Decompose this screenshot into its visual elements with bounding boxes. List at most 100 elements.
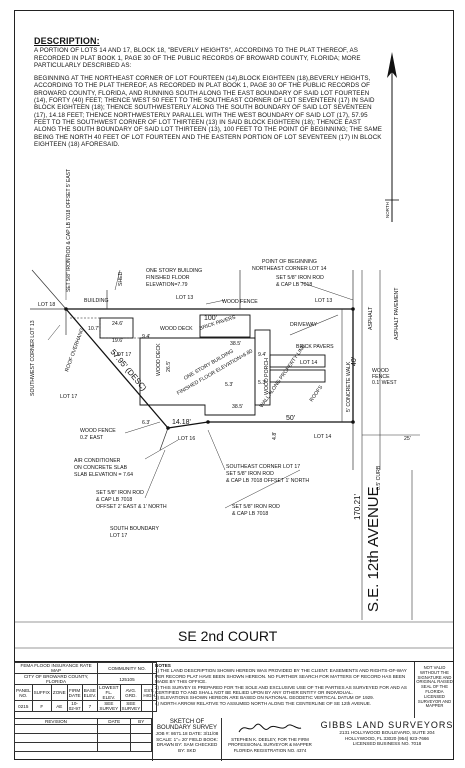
wood-deck-h-label: WOOD DECK [160, 326, 193, 332]
property-boundary [65, 308, 354, 429]
dim-5-3a-label: 5.3' [225, 382, 233, 388]
company-name: GIBBS LAND SURVEYORS [320, 720, 454, 730]
building-label: BUILDING [84, 298, 109, 304]
dim-25-label: 25' [404, 436, 411, 442]
company-block: GIBBS LAND SURVEYORS 2131 HOLLYWOOD BOUL… [320, 720, 454, 747]
fema-table: FEMA FLOOD INSURANCE RATE MAP COMMUNITY … [13, 662, 157, 712]
sketch-title-1: SKETCH OF [169, 719, 205, 725]
asphalt-label: ASPHALT [368, 306, 374, 330]
lot-lines [30, 269, 354, 470]
drawn-info: DRAWN BY: SAM CHECKED BY: SKD [156, 742, 218, 753]
legal-description: DESCRIPTION: A PORTION OF LOTS 14 AND 17… [34, 36, 384, 154]
roof-overhang-label: ROOF OVERHANG [64, 327, 85, 372]
roofs-label: ROOFS [309, 384, 325, 403]
brick-pavers-b-label: BRICK PAVERS [296, 344, 334, 350]
finished-floor-label: FINISHED FLOOR [146, 275, 190, 281]
description-heading: DESCRIPTION: [34, 36, 100, 46]
signer-line-1: STEPHEN K. DEELEY, FOR THE FIRM [231, 737, 309, 743]
note-item: 2) THIS SURVEY IS PREPARED FOR THE SOLE … [155, 684, 407, 696]
fema-col: FIRM DATE [66, 684, 83, 701]
se-corner-label-3: & CAP LB 7018 OFFSET 1' NORTH [226, 478, 309, 484]
job-info: JOB #: 8671.18 DATE: 3/11/08 [155, 731, 219, 737]
elevation-top-label: ELEVATION=7.79 [146, 282, 188, 288]
notes-title: NOTES [155, 663, 171, 668]
fema-col: PANEL NO. [14, 684, 33, 701]
sw-rod-label-3: OFFSET 2' EAST & 1' NORTH [96, 504, 167, 510]
dim-19-6-label: 19.6' [112, 338, 123, 344]
building-center-label-2: FINISHED FLOOR ELEVATION=6.80 [176, 348, 254, 396]
title-block: FEMA FLOOD INSURANCE RATE MAP COMMUNITY … [13, 661, 454, 761]
set-rod-bottom-label-1: SET 5/8" IRON ROD [232, 504, 280, 510]
wood-fence-left-label-2: 0.2' EAST [80, 435, 104, 441]
fema-col: ZONE [50, 684, 68, 701]
fema-header: FEMA FLOOD INSURANCE RATE MAP [13, 662, 99, 674]
note-item: 1) THE LAND DESCRIPTION SHOWN HEREON WAS… [155, 668, 407, 685]
lot-14-b-label: LOT 14 [314, 434, 331, 440]
asphalt-pavement-label: ASPHALT PAVEMENT [394, 287, 400, 340]
fema-val: 0215 [14, 700, 33, 712]
fema-val: SEE SURVEY [97, 700, 121, 712]
seal-notice: NOT VALID WITHOUT THE SIGNATURE AND ORIG… [414, 662, 454, 718]
north-arrow-icon: NORTH [385, 52, 399, 222]
driveway-label: DRIVEWAY [290, 322, 318, 328]
point-of-beginning-label: POINT OF BEGINNING [262, 259, 317, 265]
ne-corner-lot14-label: NORTHEAST CORNER LOT 14 [252, 266, 326, 272]
signature-icon [238, 723, 302, 733]
signer-line-3: FLORIDA REGISTRATION NO. 4374 [233, 747, 307, 753]
scale-info: SCALE: 1"= 20' FIELD BOOK: [156, 736, 218, 742]
fema-col: LOWEST FL. ELEV. [97, 684, 121, 701]
one-story-building-label: ONE STORY BUILDING [146, 268, 202, 274]
fema-val: SEE SURVEY [119, 700, 143, 712]
dim-5-3b-label: 5.3' [258, 380, 266, 386]
south-boundary-label-1: SOUTH BOUNDARY [110, 526, 159, 532]
set-rod-pob-label-1: SET 5/8" IRON ROD [276, 275, 324, 281]
sw-rod-label-2: & CAP LB 7018 [96, 497, 132, 503]
description-paragraph-2: BEGINNING AT THE NORTHEAST CORNER OF LOT… [34, 75, 382, 148]
curb-label: 0.5' CURB [376, 465, 382, 490]
dim-100-label: 100' [204, 315, 217, 322]
dim-24-6-label: 24.6' [112, 321, 123, 327]
lot-13-right-label: LOT 13 [315, 298, 332, 304]
iron-rod-markers [64, 307, 355, 430]
dim-9-4b-label: 9.4' [258, 352, 266, 358]
street-south-label: SE 2nd COURT [178, 628, 278, 644]
fema-col: BASE ELEV. [81, 684, 99, 701]
signer-block: STEPHEN K. DEELEY, FOR THE FIRM PROFESSI… [222, 720, 318, 753]
wood-fence-right-label-3: 0.1' WEST [372, 380, 397, 386]
dim-38-5b-label: 38.5' [232, 404, 243, 410]
lot-17-a-label: LOT 17 [114, 352, 131, 358]
walk-lines [289, 270, 420, 470]
dim-4-8-label: 4.8' [272, 432, 278, 440]
survey-sheet [14, 10, 454, 760]
north-label: NORTH [385, 202, 390, 218]
wood-fence-right-label-1: WOOD [372, 368, 389, 374]
lot-16-label: LOT 16 [178, 436, 195, 442]
wood-fence-left-label-1: WOOD FENCE [80, 428, 116, 434]
sw-corner-lot13-label: SOUTHWEST CORNER LOT 13 [30, 320, 36, 396]
revision-table: REVISION DATE BY [14, 718, 152, 752]
city-cell: CITY OF BROWARD COUNTY, FLORIDA [13, 673, 99, 685]
lot-13-top-label: LOT 13 [176, 295, 193, 301]
lot-18-label: LOT 18 [38, 302, 55, 308]
dim-38-5a-label: 38.5' [230, 341, 241, 347]
air-conditioner-label-3: SLAB ELEVATION = 7.64 [74, 472, 133, 478]
se-corner-label-2: SET 5/8" IRON ROD [226, 471, 274, 477]
lot-17-b-label: LOT 17 [60, 394, 77, 400]
notes-box: NOTES 1) THE LAND DESCRIPTION SHOWN HERE… [152, 662, 414, 718]
note-item: 4) NORTH ARROW RELATIVE TO ASSUMED NORTH… [155, 700, 372, 706]
air-conditioner-label-2: ON CONCRETE SLAB [74, 465, 128, 471]
sketch-title-2: BOUNDARY SURVEY [156, 724, 218, 731]
set-rod-bottom-label-2: & CAP LB 7018 [232, 511, 268, 517]
wood-fence-line [70, 317, 140, 339]
fema-col: SUFFIX [31, 684, 52, 701]
wood-fence-top-label: WOOD FENCE [222, 299, 258, 305]
note-item: 3) ELEVATIONS SHOWN HEREON ARE BASED ON … [155, 695, 375, 701]
iron-rod-nw-label: SET 5/8" IRON ROD & CAP LB 7018 OFFSET 5… [66, 169, 72, 292]
community-no-cell: 125105 [97, 673, 157, 685]
sketch-box: SKETCH OF BOUNDARY SURVEY JOB #: 8671.18… [152, 718, 222, 761]
shed-label: SHED [118, 271, 124, 286]
dim-14-18-label: 14.18' [172, 419, 191, 426]
wood-deck-v-label: WOOD DECK [156, 343, 162, 376]
dim-26-5-label: 26.5' [166, 361, 172, 372]
